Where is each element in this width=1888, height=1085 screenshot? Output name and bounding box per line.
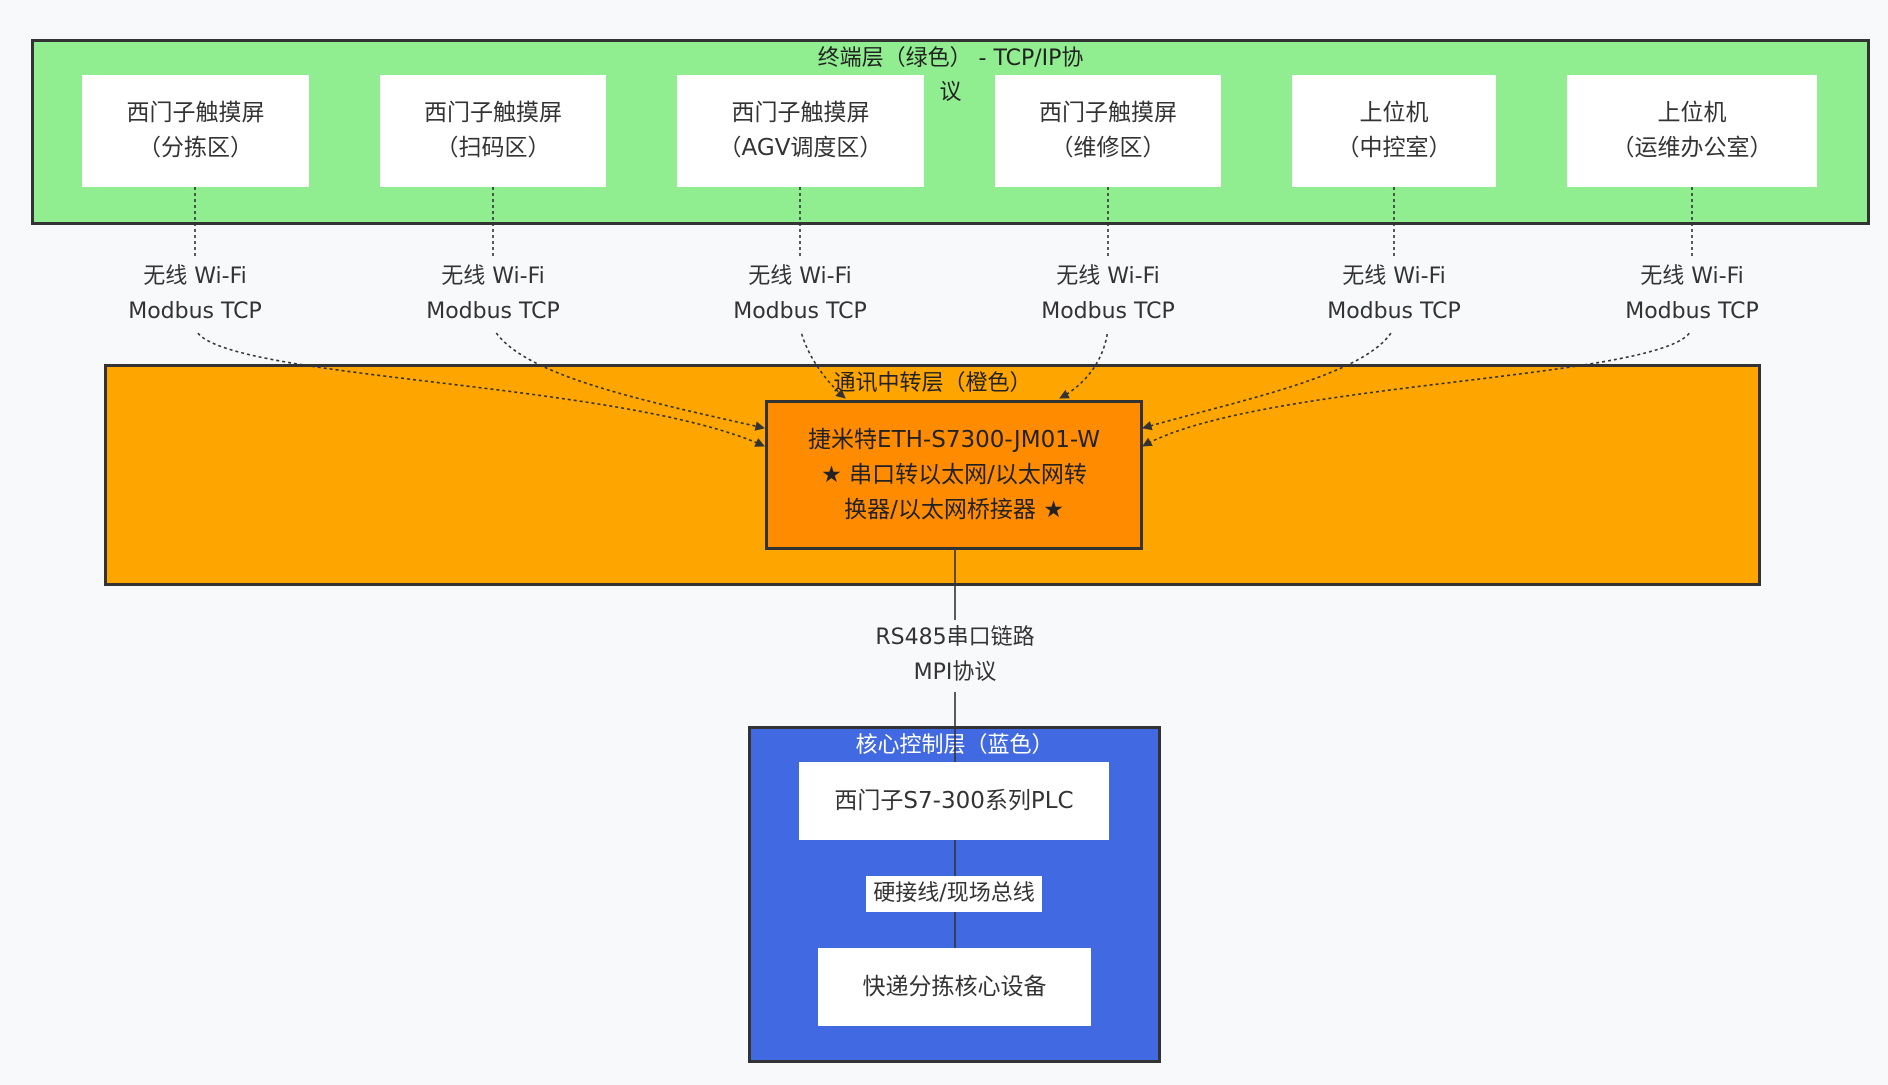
hmi-maintenance-area-node[interactable]: 西门子触摸屏 （维修区） <box>995 75 1221 187</box>
node-line1: 西门子触摸屏 <box>731 100 870 126</box>
sorting-core-device-node[interactable]: 快递分拣核心设备 <box>818 948 1091 1026</box>
wifi-label-line2: Modbus TCP <box>1625 299 1759 324</box>
wifi-label-line1: 无线 Wi-Fi <box>1640 264 1744 289</box>
wifi-label-line1: 无线 Wi-Fi <box>143 264 247 289</box>
plc-label: 西门子S7-300系列PLC <box>834 787 1074 814</box>
wifi-label-2: 无线 Wi-Fi Modbus TCP <box>426 259 560 331</box>
node-line2: （维修区） <box>1050 135 1166 161</box>
node-line1: 西门子触摸屏 <box>424 100 562 126</box>
wifi-label-line1: 无线 Wi-Fi <box>1056 264 1160 289</box>
terminal-layer-title: 终端层（绿色） - TCP/IP协 议 <box>34 42 1867 110</box>
edge-host-ops-office-to-gateway <box>1143 187 1693 446</box>
wifi-label-line1: 无线 Wi-Fi <box>748 264 852 289</box>
node-line1: 上位机 <box>1657 100 1727 126</box>
wifi-label-line2: Modbus TCP <box>1041 299 1175 324</box>
edge-hmi-agv-to-gateway <box>799 187 845 398</box>
hmi-sorting-area-node[interactable]: 西门子触摸屏 （分拣区） <box>82 75 309 187</box>
host-pc-ops-office-node[interactable]: 上位机 （运维办公室） <box>1567 75 1817 187</box>
terminal-layer-title-line1: 终端层（绿色） - TCP/IP协 <box>817 46 1084 71</box>
wifi-label-5: 无线 Wi-Fi Modbus TCP <box>1327 259 1461 331</box>
plc-s7-300-node[interactable]: 西门子S7-300系列PLC <box>799 762 1109 840</box>
wifi-label-line2: Modbus TCP <box>1327 299 1461 324</box>
device-label: 快递分拣核心设备 <box>862 973 1047 1000</box>
serial-link-label: RS485串口链路 MPI协议 <box>875 620 1035 692</box>
wifi-label-line1: 无线 Wi-Fi <box>1342 264 1446 289</box>
terminal-layer-cluster: 终端层（绿色） - TCP/IP协 议 <box>31 39 1870 225</box>
gateway-line3: 换器/以太网桥接器 ★ <box>844 496 1064 523</box>
edge-hmi-maintenance-to-gateway <box>1060 187 1109 398</box>
edge-host-control-room-to-gateway <box>1143 187 1395 428</box>
relay-layer-title: 通讯中转层（橙色） <box>833 371 1032 396</box>
wifi-label-line2: Modbus TCP <box>128 299 262 324</box>
wifi-label-1: 无线 Wi-Fi Modbus TCP <box>128 259 262 331</box>
gateway-eth-s7300-node[interactable]: 捷米特ETH-S7300-JM01-W ★ 串口转以太网/以太网转 换器/以太网… <box>765 400 1143 550</box>
terminal-layer-title-line2: 议 <box>939 80 962 105</box>
wifi-label-4: 无线 Wi-Fi Modbus TCP <box>1041 259 1175 331</box>
node-line2: （分拣区） <box>138 135 253 161</box>
gateway-line2: ★ 串口转以太网/以太网转 <box>821 461 1087 488</box>
wifi-label-6: 无线 Wi-Fi Modbus TCP <box>1625 259 1759 331</box>
node-line1: 上位机 <box>1359 100 1429 126</box>
wifi-label-line1: 无线 Wi-Fi <box>441 264 545 289</box>
node-line1: 西门子触摸屏 <box>1039 100 1177 126</box>
serial-label-line2: MPI协议 <box>913 660 997 685</box>
wifi-label-3: 无线 Wi-Fi Modbus TCP <box>733 259 867 331</box>
edge-hmi-scanning-to-gateway <box>492 187 764 428</box>
hmi-agv-dispatch-node[interactable]: 西门子触摸屏 （AGV调度区） <box>677 75 924 187</box>
host-pc-control-room-node[interactable]: 上位机 （中控室） <box>1292 75 1496 187</box>
bus-link-label: 硬接线/现场总线 <box>866 876 1042 912</box>
edge-hmi-sorting-to-gateway <box>194 187 764 446</box>
wifi-label-line2: Modbus TCP <box>426 299 560 324</box>
node-line2: （中控室） <box>1336 135 1452 161</box>
node-line2: （运维办公室） <box>1611 135 1773 161</box>
gateway-line1: 捷米特ETH-S7300-JM01-W <box>808 426 1100 453</box>
node-line2: （扫码区） <box>435 135 551 161</box>
node-line2: （AGV调度区） <box>718 135 883 161</box>
hmi-scanning-area-node[interactable]: 西门子触摸屏 （扫码区） <box>380 75 606 187</box>
node-line1: 西门子触摸屏 <box>126 100 265 126</box>
serial-label-line1: RS485串口链路 <box>875 625 1035 650</box>
wifi-label-line2: Modbus TCP <box>733 299 867 324</box>
